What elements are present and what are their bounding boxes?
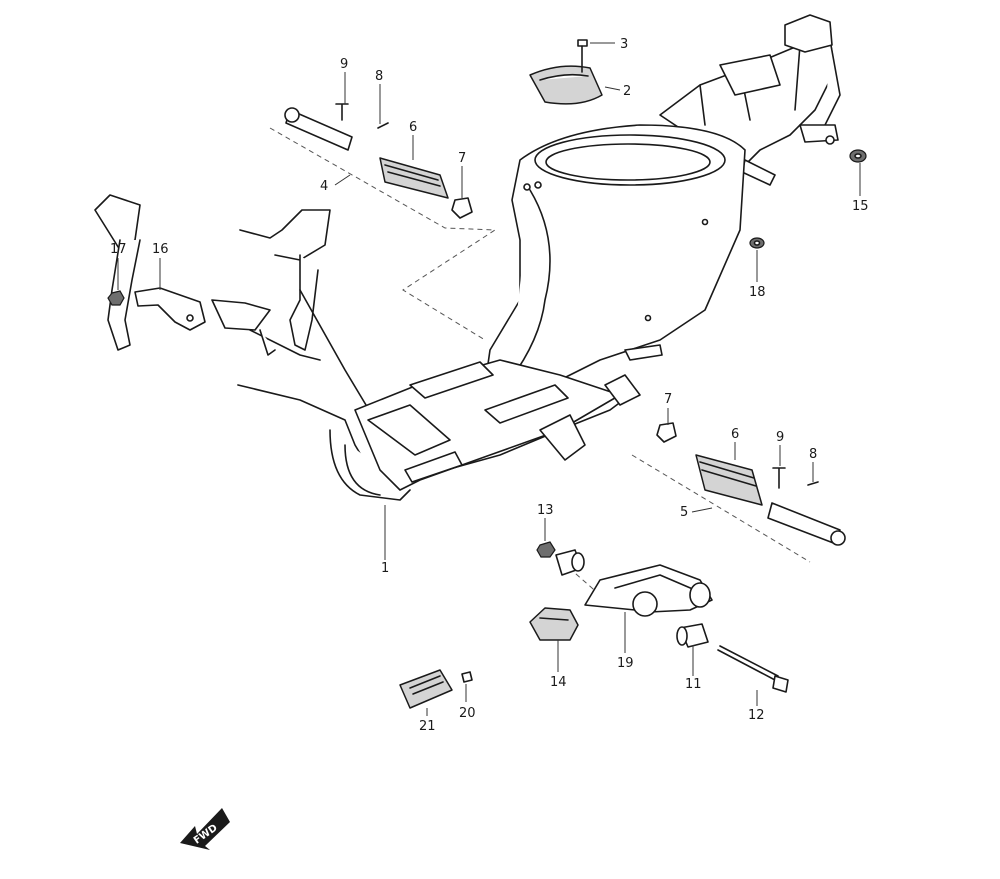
footrest-assembly-left <box>284 103 473 219</box>
body-tub <box>479 124 746 421</box>
bolt-12 <box>717 645 789 693</box>
callout-20: 20 <box>459 706 476 721</box>
callout-labels: 1 2 3 4 5 6 6 7 7 8 8 9 9 11 12 13 14 15… <box>110 37 869 734</box>
callout-6-right: 6 <box>731 427 739 442</box>
callout-3: 3 <box>620 37 628 52</box>
callout-9-left: 9 <box>340 57 348 72</box>
callout-16: 16 <box>152 242 169 257</box>
bushing-11 <box>676 623 709 648</box>
engine-hanger-19 <box>584 564 713 617</box>
callout-14: 14 <box>550 675 567 690</box>
callout-7-right: 7 <box>664 392 672 407</box>
bolt-3 <box>577 39 588 73</box>
assembly-guides <box>269 127 811 596</box>
callout-4: 4 <box>320 179 328 194</box>
washer-18 <box>749 237 765 249</box>
cover-2 <box>529 65 603 105</box>
floor-pan <box>354 344 663 491</box>
callout-7-left: 7 <box>458 151 466 166</box>
leader-lines <box>117 42 861 716</box>
callout-13: 13 <box>537 503 554 518</box>
washer-15 <box>849 149 867 163</box>
callout-8-left: 8 <box>375 69 383 84</box>
callout-21: 21 <box>419 719 436 734</box>
nut-17 <box>107 290 125 306</box>
callout-12: 12 <box>748 708 765 723</box>
callout-6-left: 6 <box>409 120 417 135</box>
fwd-arrow-icon: FWD <box>180 808 230 850</box>
callout-18: 18 <box>749 285 766 300</box>
callout-11: 11 <box>685 677 702 692</box>
callout-9-right: 9 <box>776 430 784 445</box>
callout-19: 19 <box>617 656 634 671</box>
screw-20 <box>461 671 473 683</box>
callout-5: 5 <box>680 505 688 520</box>
callout-1: 1 <box>381 561 389 576</box>
plate-21 <box>399 669 453 709</box>
bushing-13 <box>536 541 585 576</box>
footrest-assembly-right <box>656 422 846 546</box>
callout-2: 2 <box>623 84 631 99</box>
callout-17: 17 <box>110 242 127 257</box>
callout-8-right: 8 <box>809 447 817 462</box>
callout-15: 15 <box>852 199 869 214</box>
rubber-mount-14 <box>529 607 579 641</box>
bracket-16 <box>134 287 206 331</box>
